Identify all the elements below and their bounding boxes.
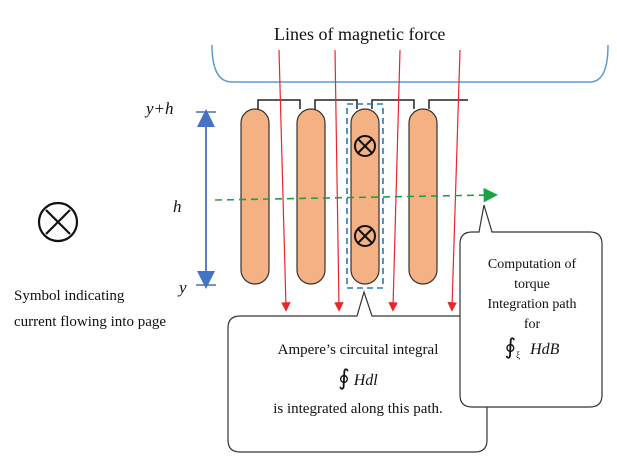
torque-line1: Computation of (487, 257, 577, 272)
ampere-line1: Ampere’s circuital integral (277, 342, 439, 358)
torque-callout-text: Computation of torque Integration path f… (462, 255, 602, 365)
current-into-page-icon (354, 135, 376, 157)
ampere-line3: is integrated along this path. (273, 401, 443, 417)
label-y-plus-h: y+h (146, 99, 174, 118)
legend-text-line1: Symbol indicating (14, 288, 125, 304)
torque-integral: ∮ξ HdB (462, 334, 602, 365)
diagram-title: Lines of magnetic force (274, 24, 446, 44)
magnetic-field-lines (278, 49, 461, 312)
torque-line4: for (523, 317, 541, 332)
torque-line3: Integration path (487, 297, 577, 312)
legend-current-icon (37, 201, 79, 243)
ampere-integral: ∮ Hdl (230, 365, 486, 391)
conductor-bar (296, 108, 326, 285)
label-h: h (173, 197, 182, 216)
integral-sign: ∮ (338, 365, 350, 390)
ampere-integrand: Hdl (353, 372, 378, 389)
label-y: y (179, 278, 187, 297)
legend-text-line2: current flowing into page (14, 314, 167, 330)
field-line (278, 49, 291, 312)
torque-integration-path (214, 187, 498, 203)
field-line (334, 49, 344, 312)
field-lines-brace (211, 44, 609, 83)
torque-integrand: HdB (530, 341, 560, 358)
current-into-page-icon (354, 225, 376, 247)
integral-sign: ∮ (504, 334, 517, 359)
conductor-bar (240, 108, 270, 285)
integral-subscript: ξ (516, 350, 521, 361)
field-line (388, 49, 401, 312)
field-line (447, 49, 461, 312)
torque-line2: torque (514, 277, 550, 292)
torque-callout-bubble (459, 204, 603, 408)
ampere-callout-text: Ampere’s circuital integral ∮ Hdl is int… (230, 342, 486, 418)
